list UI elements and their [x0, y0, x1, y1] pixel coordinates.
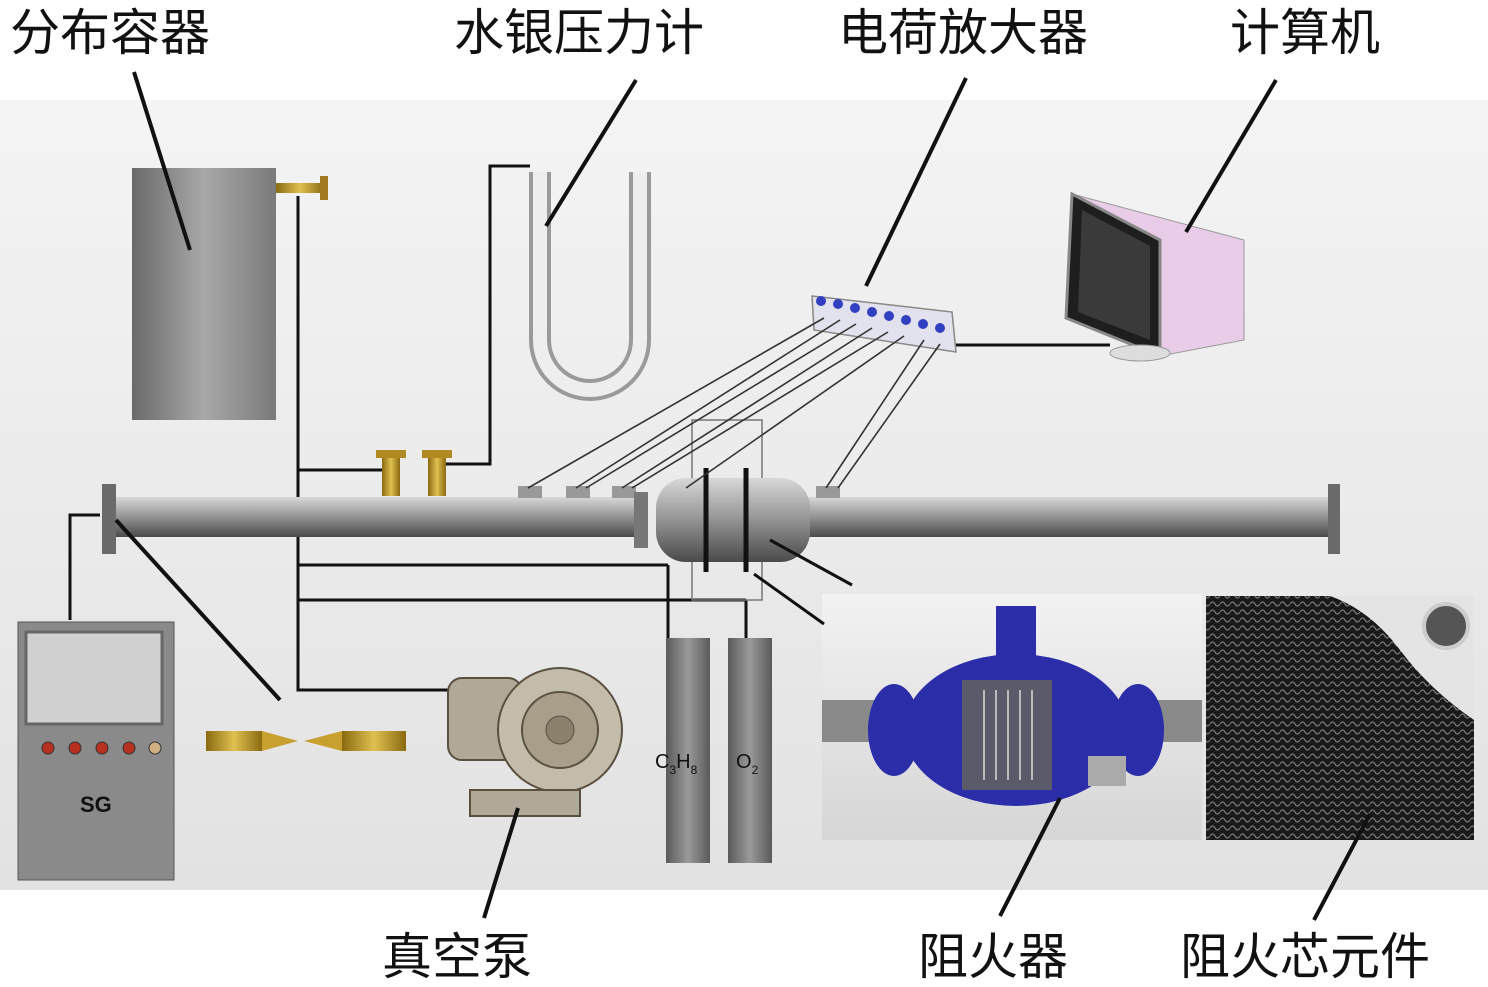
- label-mercury-manometer: 水银压力计: [454, 4, 704, 62]
- label-arrester-core: 阻火芯元件: [1180, 928, 1430, 986]
- gas-cylinder-icon: C3H8 O2: [655, 638, 772, 863]
- label-flame-arrester: 阻火器: [918, 928, 1068, 986]
- label-distribution-vessel: 分布容器: [10, 4, 210, 62]
- vacuum-pump-icon: [447, 667, 623, 817]
- label-charge-amplifier: 电荷放大器: [838, 4, 1088, 62]
- distribution-vessel: [132, 168, 328, 420]
- signal-generator: SG: [17, 621, 175, 881]
- leader-lines: [114, 71, 1372, 921]
- gas-cylinder-2-label: O2: [736, 751, 759, 777]
- spark-igniter-icon: [206, 731, 406, 751]
- sg-label: SG: [80, 792, 112, 817]
- charge-amplifier: [527, 295, 957, 489]
- connection-lines: [68, 164, 1110, 692]
- label-vacuum-pump: 真空泵: [382, 928, 532, 986]
- flame-arrester-photo: [822, 594, 1202, 840]
- amplifier-channel-dots: [816, 296, 945, 333]
- label-computer: 计算机: [1230, 4, 1380, 62]
- gas-cylinder-1-label: C3H8: [655, 751, 698, 777]
- main-pipe: [102, 450, 1340, 554]
- arrester-core-photo: [1206, 596, 1474, 840]
- u-tube-icon: [529, 172, 651, 401]
- monitor-icon: [1064, 191, 1245, 362]
